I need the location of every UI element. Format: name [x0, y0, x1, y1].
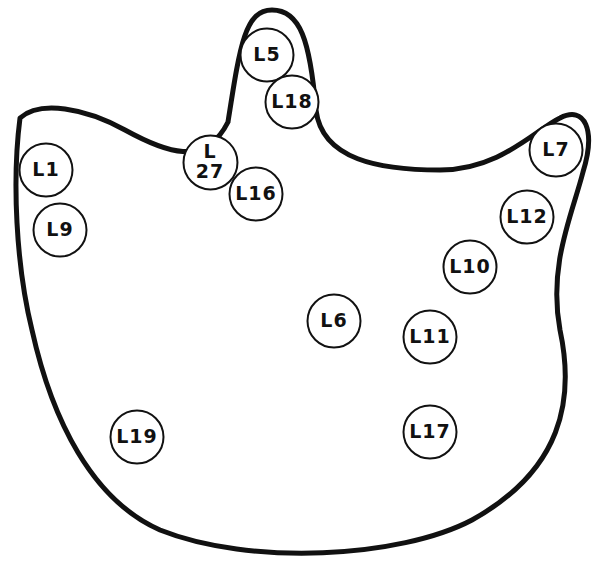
circle-outline [20, 144, 73, 197]
label-circle: L7 [528, 122, 584, 178]
circle-outline [501, 191, 554, 244]
circle-label: L17 [409, 422, 451, 442]
circle-label: L1 [32, 160, 59, 180]
circle-outline [444, 241, 497, 294]
label-circle: L12 [499, 189, 555, 245]
circle-label: L6 [320, 311, 347, 331]
circle-outline [34, 204, 87, 257]
circle-label: L9 [46, 220, 73, 240]
label-circle: L17 [402, 404, 458, 460]
label-circle: L 27 [182, 134, 239, 191]
label-circle: L10 [442, 239, 498, 295]
circle-label: L 27 [196, 142, 224, 182]
circle-label: L7 [542, 140, 569, 160]
circle-label: L11 [409, 327, 451, 347]
circle-label: L5 [253, 45, 280, 65]
label-circle: L19 [109, 409, 165, 465]
label-circle: L11 [402, 309, 458, 365]
circle-outline [404, 311, 457, 364]
circle-outline [241, 29, 294, 82]
label-circle: L9 [32, 202, 88, 258]
circle-label: L16 [235, 184, 277, 204]
circle-outline [111, 411, 164, 464]
label-circle: L5 [239, 27, 295, 83]
label-circle: L16 [228, 166, 284, 222]
circle-label: L19 [116, 427, 158, 447]
outline-path [16, 10, 588, 553]
label-circle: L1 [18, 142, 74, 198]
circle-label: L12 [506, 207, 548, 227]
label-circle: L18 [264, 74, 320, 130]
circle-outline [404, 406, 457, 459]
circle-outline [183, 135, 237, 189]
circle-label: L18 [271, 92, 313, 112]
circle-outline [308, 295, 361, 348]
circle-label: L10 [449, 257, 491, 277]
circle-outline [266, 76, 319, 129]
circle-outline [530, 124, 583, 177]
label-circle: L6 [306, 293, 362, 349]
circle-outline [230, 168, 283, 221]
